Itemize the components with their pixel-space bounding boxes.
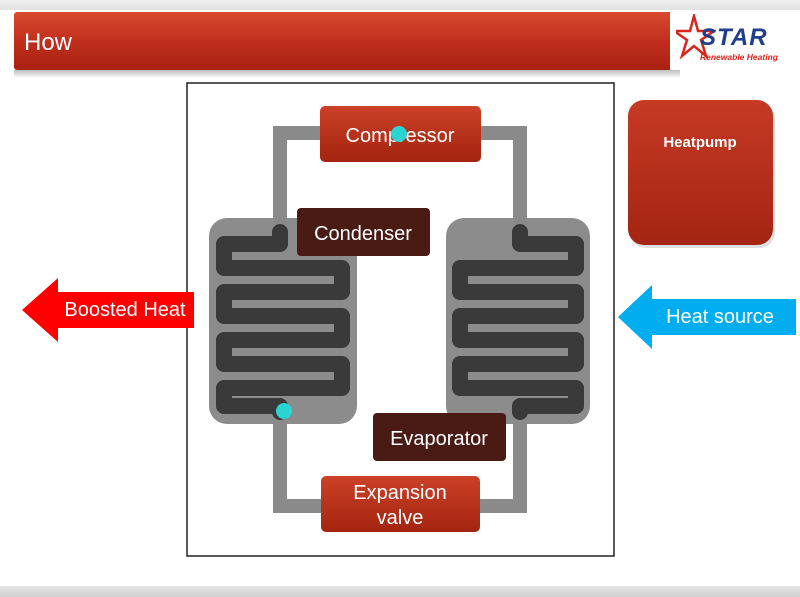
top-bar [0,0,800,10]
expansion-valve-label-line1: Expansion [353,482,446,504]
heatpump-label: Heatpump [663,134,736,151]
heat-source-arrow [618,285,796,349]
logo: STAR Renewable Heating [670,10,786,70]
evaporator-label-box [373,413,506,461]
boosted-heat-label: Boosted Heat [64,299,186,321]
condenser-label-box [297,208,430,256]
heatpump-box [628,100,773,245]
expansion-valve-label-line2: valve [377,507,424,529]
logo-brand: STAR [700,24,768,51]
heat-source-label: Heat source [666,306,774,328]
refrigerant-loop [273,126,527,513]
condenser-coil [216,224,350,420]
expansion-valve-box [321,476,480,532]
bottom-bar [0,586,800,597]
header-bar: How [14,12,680,70]
header-shadow [14,70,680,78]
boosted-heat-arrow [22,278,194,342]
evaporator-label: Evaporator [390,428,488,450]
star-logo-icon [676,14,716,60]
logo-tagline: Renewable Heating [700,52,778,62]
evaporator-coil [452,224,584,420]
condenser-label: Condenser [314,223,412,245]
refrigerant-dot-top [391,126,407,142]
refrigerant-dot-bottom [276,403,292,419]
page-title: How [24,29,73,56]
